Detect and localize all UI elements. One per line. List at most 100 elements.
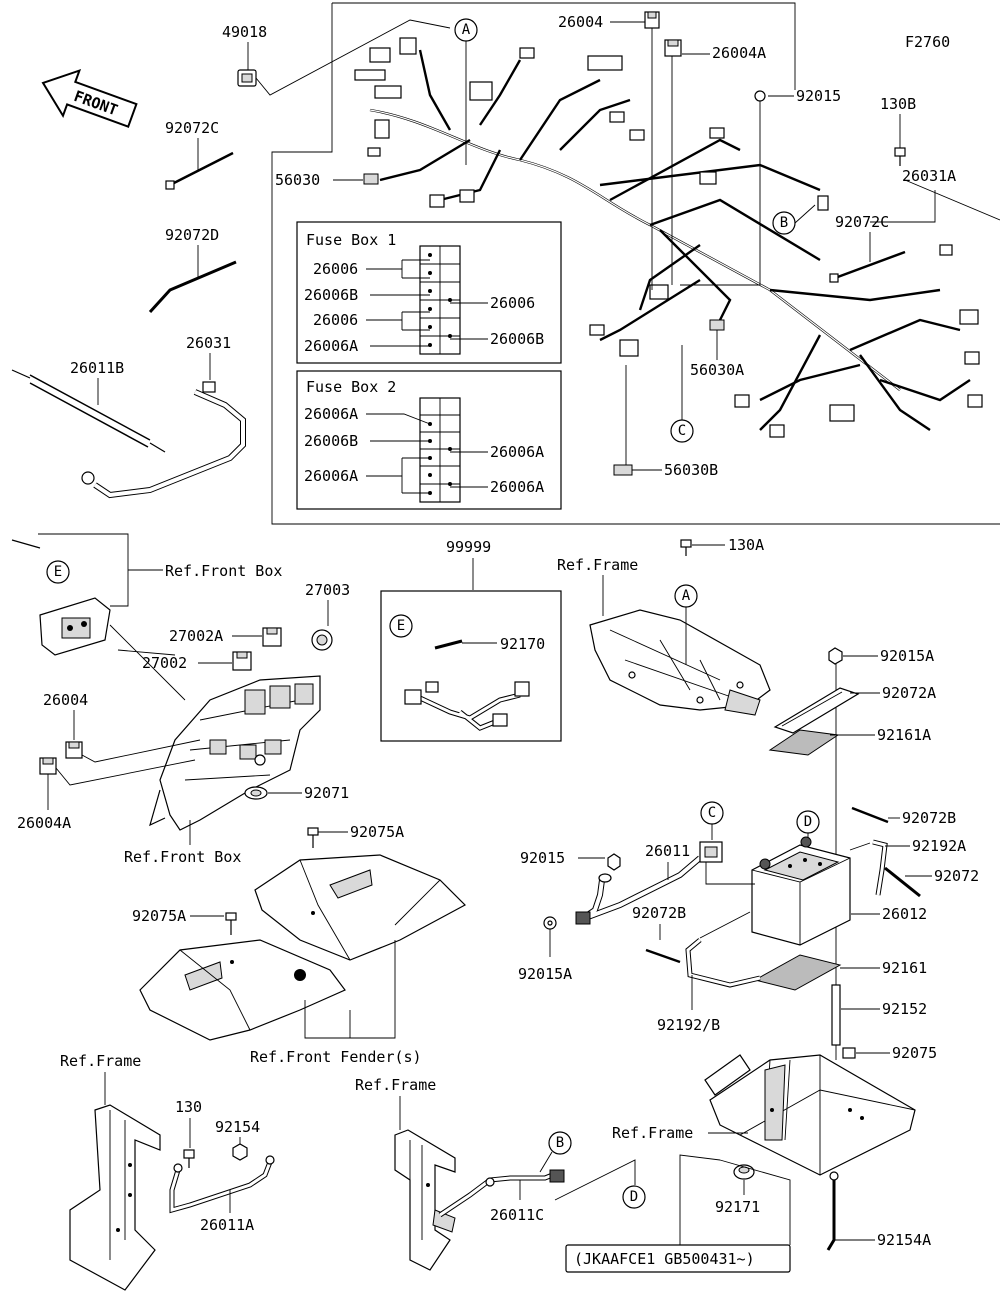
callout-e-kit: E [397,618,405,634]
fb1-left-1: 26006 [313,260,358,278]
battery-tray-frame [704,1054,916,1176]
bolt-92154 [232,1143,248,1161]
label-130: 130 [175,1098,202,1116]
washer-92015A-mid [543,916,557,930]
frame-section-left [69,1104,161,1291]
callout-e-left: E [54,564,62,580]
nut-92015-mid [607,853,621,871]
fb1-right-2: 26006B [490,330,544,348]
front-arrow-icon: FRONT [41,68,138,128]
fb1-left-2: 26006B [304,286,358,304]
label-26011: 26011 [645,842,690,860]
label-92170: 92170 [500,635,545,653]
fender-left [139,939,346,1041]
fb2-left-1: 26006A [304,405,358,423]
battery-26012 [751,836,851,946]
front-box-body [149,675,321,831]
tube-92192B [685,938,761,988]
label-92161A: 92161A [877,726,931,744]
label-92072D: 92072D [165,226,219,244]
fuse-box-1-panel: Fuse Box 1 26006 26006B 26006 26006A 260… [296,221,562,364]
label-56030B: 56030B [664,461,718,479]
label-27003: 27003 [305,581,350,599]
harness-group-frame [271,2,1000,525]
label-92075A-top: 92075A [350,823,404,841]
harness-connectors [354,37,983,438]
frame-section-center [394,1129,456,1271]
label-26011C: 26011C [490,1206,544,1224]
kit-99999-panel: E 92170 [380,590,562,742]
label-49018: 49018 [222,23,267,41]
clip-92075 [842,1047,856,1059]
pad-92161A [768,729,840,756]
callout-b-top: B [780,215,788,231]
label-92072B-left: 92072B [632,904,686,922]
relay-26004-top [644,11,660,29]
label-92171: 92171 [715,1198,760,1216]
screw-92075A-top [307,827,319,848]
ground-cable-26011A [169,1155,275,1214]
serial-note-box: (JKAAFCE1 GB500431~) [565,1244,791,1273]
main-wire-harness [369,49,971,431]
fb2-left-3: 26006A [304,467,358,485]
ref-frame-right: Ref.Frame [612,1124,693,1142]
fb2-right-2: 26006A [490,478,544,496]
callout-c-mid: C [708,805,716,821]
label-26012: 26012 [882,905,927,923]
label-56030A: 56030A [690,361,744,379]
ref-frame-mid: Ref.Frame [557,556,638,574]
grommet-92071 [244,786,268,800]
fuse-box-1-title: Fuse Box 1 [306,231,396,249]
callout-b-bottom: B [556,1135,564,1151]
cable-26031 [81,381,246,499]
diagram-id: F2760 [905,33,950,51]
serial-note: (JKAAFCE1 GB500431~) [574,1250,755,1268]
screw-92075A-left [225,912,237,935]
fb2-right-1: 26006A [490,443,544,461]
bolt-92072 [884,866,921,898]
label-26011A: 26011A [200,1216,254,1234]
label-92192B: 92192/B [657,1016,720,1034]
wire-harness-99999 [404,681,530,731]
label-26011B: 26011B [70,359,124,377]
tube-92192A [872,839,888,896]
label-26004A-top: 26004A [712,44,766,62]
tie-92072B-right [851,806,889,824]
label-92015-mid: 92015 [520,849,565,867]
fb1-left-4: 26006A [304,337,358,355]
fuse-box-2-title: Fuse Box 2 [306,378,396,396]
callout-c-top: C [678,423,686,439]
label-26031A: 26031A [902,167,956,185]
cable-tie-92072C-right [829,250,906,283]
bolt-130A [680,539,692,556]
cable-92154A [826,1171,839,1251]
battery-holder-92072A [773,687,860,734]
tie-92072B-left [645,948,681,964]
label-92072: 92072 [934,867,979,885]
label-92015-top: 92015 [796,87,841,105]
fb1-right-1: 26006 [490,294,535,312]
label-92015A-top: 92015A [880,647,934,665]
nut-92015A-top [828,647,843,665]
bolt-130B [894,147,906,166]
ref-front-box-bottom: Ref.Front Box [124,848,241,866]
label-99999: 99999 [446,538,491,556]
label-26004-top: 26004 [558,13,603,31]
callout-d-top: D [804,814,812,830]
label-92072B-right: 92072B [902,809,956,827]
ref-frame-left: Ref.Frame [60,1052,141,1070]
label-92072C-right: 92072C [835,213,889,231]
label-26004A-mid: 26004A [17,814,71,832]
bolt-130 [183,1149,195,1168]
relay-26004A-mid [39,757,57,775]
cable-26011C [438,1169,565,1218]
cable-26011 [575,841,723,925]
relay-27002A [262,627,282,647]
ref-frame-center: Ref.Frame [355,1076,436,1094]
label-92161: 92161 [882,959,927,977]
connector-49018 [237,69,257,87]
relay-27002 [232,651,252,671]
fb2-left-2: 26006B [304,432,358,450]
label-92154A: 92154A [877,1231,931,1249]
